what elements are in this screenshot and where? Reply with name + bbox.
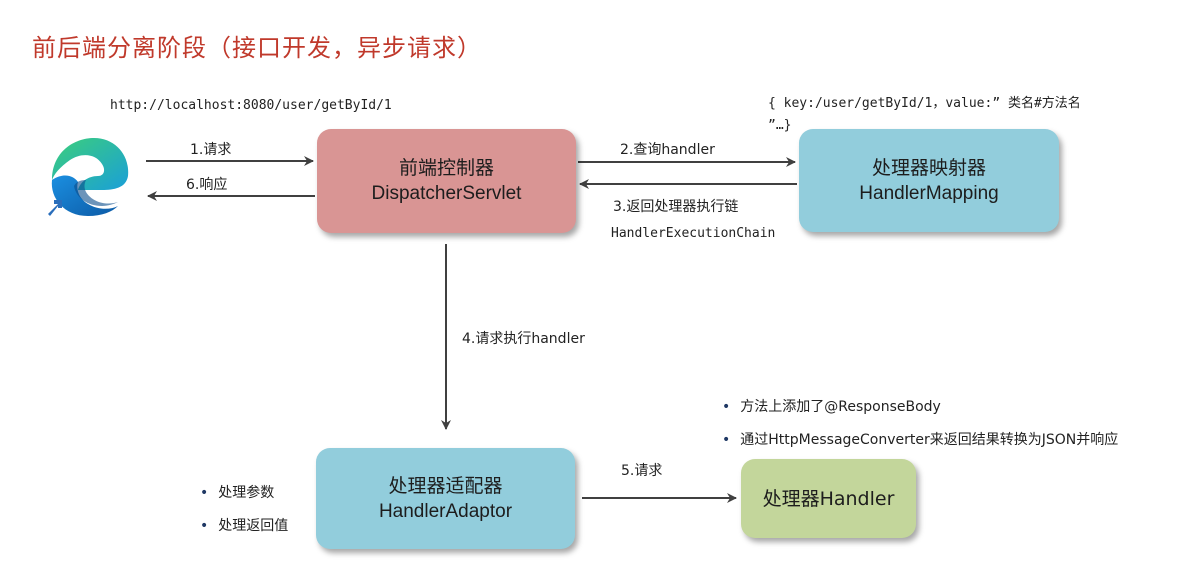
adaptor-note-item: 处理参数 <box>200 482 288 502</box>
adaptor-notes: 处理参数 处理返回值 <box>200 482 288 548</box>
edge-label-query-handler: 2.查询handler <box>620 142 715 158</box>
node-dispatcher-zh: 前端控制器 <box>398 157 494 179</box>
handler-note-item: 方法上添加了@ResponseBody <box>722 396 1118 416</box>
node-handler-label: 处理器Handler <box>762 487 895 510</box>
node-dispatcher-servlet: 前端控制器 DispatcherServlet <box>317 129 576 233</box>
node-mapping-en: HandlerMapping <box>859 182 999 204</box>
mapping-note-line2: ”…} <box>768 118 792 133</box>
handler-notes: 方法上添加了@ResponseBody 通过HttpMessageConvert… <box>722 396 1118 462</box>
edge-browser-icon <box>48 138 129 216</box>
edge-label-return-chain: 3.返回处理器执行链 <box>613 199 739 215</box>
node-mapping-zh: 处理器映射器 <box>871 156 986 179</box>
adaptor-note-item: 处理返回值 <box>200 515 288 535</box>
mapping-note-line1: { key:/user/getById/1，value:” 类名#方法名 <box>768 96 1081 111</box>
node-adaptor-zh: 处理器适配器 <box>388 474 503 497</box>
edge-label-request: 1.请求 <box>190 142 232 158</box>
request-url: http://localhost:8080/user/getById/1 <box>110 98 392 113</box>
diagram-title: 前后端分离阶段（接口开发，异步请求） <box>32 34 482 62</box>
edge-label-request-handler: 5.请求 <box>621 463 663 479</box>
edge-label-chain-class: HandlerExecutionChain <box>611 226 776 241</box>
node-adaptor-en: HandlerAdaptor <box>378 500 513 522</box>
node-handler-adaptor: 处理器适配器 HandlerAdaptor <box>316 448 575 549</box>
handler-note-item: 通过HttpMessageConverter来返回结果转换为JSON并响应 <box>722 429 1118 449</box>
node-handler: 处理器Handler <box>741 459 916 538</box>
edge-label-execute-handler: 4.请求执行handler <box>462 331 585 347</box>
node-dispatcher-en: DispatcherServlet <box>371 183 522 204</box>
edge-label-response: 6.响应 <box>186 177 228 193</box>
node-handler-mapping: 处理器映射器 HandlerMapping <box>799 129 1059 232</box>
